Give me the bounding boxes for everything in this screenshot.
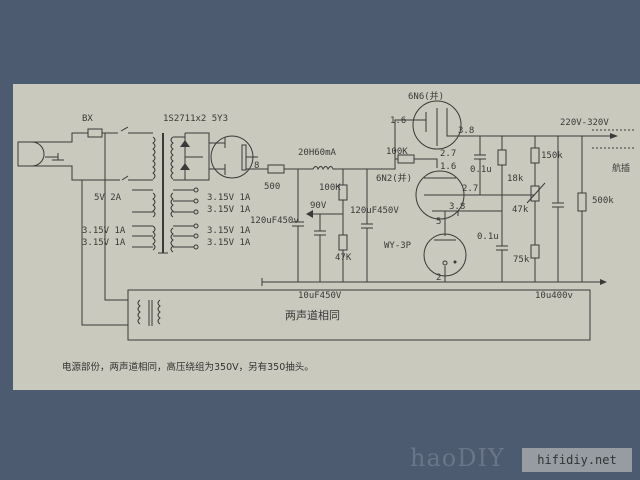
tube-6n2 (415, 170, 502, 236)
label-regulator: WY-3P (384, 241, 412, 251)
label-pot47k: 47k (512, 205, 529, 215)
label-5v: 5V 2A (94, 193, 122, 203)
label-cap01a: 0.1u (470, 165, 492, 175)
label-315c: 3.15V 1A (207, 193, 251, 203)
label-r500: 500 (264, 182, 280, 192)
label-t1p2: 3.8 (458, 126, 474, 136)
label-r100k: 100K (319, 183, 341, 193)
label-r47k: 47K (335, 253, 352, 263)
fuse (87, 128, 103, 138)
label-choke: 20H60mA (298, 148, 337, 158)
mains-wires (81, 133, 128, 326)
label-315d: 3.15V 1A (207, 205, 251, 215)
label-pin5: 5 (436, 217, 441, 227)
label-pin2: 2 (436, 273, 441, 283)
label-c2: 120uF450V (350, 206, 399, 216)
label-r500k: 500k (592, 196, 614, 206)
output-transformer (137, 299, 161, 326)
label-t2p4: 3.8 (449, 202, 465, 212)
label-t2p2: 1.6 (440, 162, 456, 172)
resistor-500 (267, 164, 285, 174)
power-transformer (132, 133, 199, 254)
label-r75k: 75k (513, 255, 530, 265)
choke-and-bus (284, 119, 418, 171)
label-315e: 3.15V 1A (207, 226, 251, 236)
label-pin8: 8 (254, 161, 259, 171)
label-tube2: 6N2(并) (376, 172, 412, 184)
rectifier-diodes (180, 132, 210, 181)
watermark-logo: haoDIY (410, 444, 505, 472)
label-c3: 10uF450V (298, 291, 342, 301)
label-c4: 10u400v (535, 291, 573, 301)
tube-6n6 (395, 100, 618, 168)
filter-section (261, 169, 607, 286)
label-t2p1: 2.7 (440, 149, 456, 159)
label-t1p1: 1.6 (390, 116, 406, 126)
label-cap01b: 0.1u (477, 232, 499, 242)
label-box: 两声道相同 (285, 308, 340, 322)
rectifier-tube-5y3 (209, 135, 268, 179)
watermark-site: hifidiy.net (522, 448, 632, 472)
label-c1: 120uF450v (250, 216, 299, 226)
label-315b: 3.15V 1A (82, 238, 126, 248)
label-rectifier: 1S2711x2 5Y3 (163, 114, 228, 124)
label-90v: 90V (310, 201, 327, 211)
label-connector: 航插 (612, 162, 630, 174)
label-315f: 3.15V 1A (207, 238, 251, 248)
mains-plug-icon (17, 132, 120, 181)
label-vout: 220V-320V (560, 118, 609, 128)
label-r100k2: 100K (386, 147, 408, 157)
label-r18k: 18k (507, 174, 524, 184)
label-t2p3: 2.7 (462, 184, 478, 194)
label-r150k: 150k (541, 151, 563, 161)
channel-box (127, 289, 591, 341)
label-fuse: BX (82, 114, 93, 124)
output-network (474, 129, 636, 282)
label-tube1: 6N6(并) (408, 90, 444, 102)
regulator-wy3p (423, 233, 467, 282)
label-315a: 3.15V 1A (82, 226, 126, 236)
caption: 电源部份，两声道相同，高压绕组为350V，另有350抽头。 (62, 362, 314, 373)
power-switch (102, 126, 153, 181)
